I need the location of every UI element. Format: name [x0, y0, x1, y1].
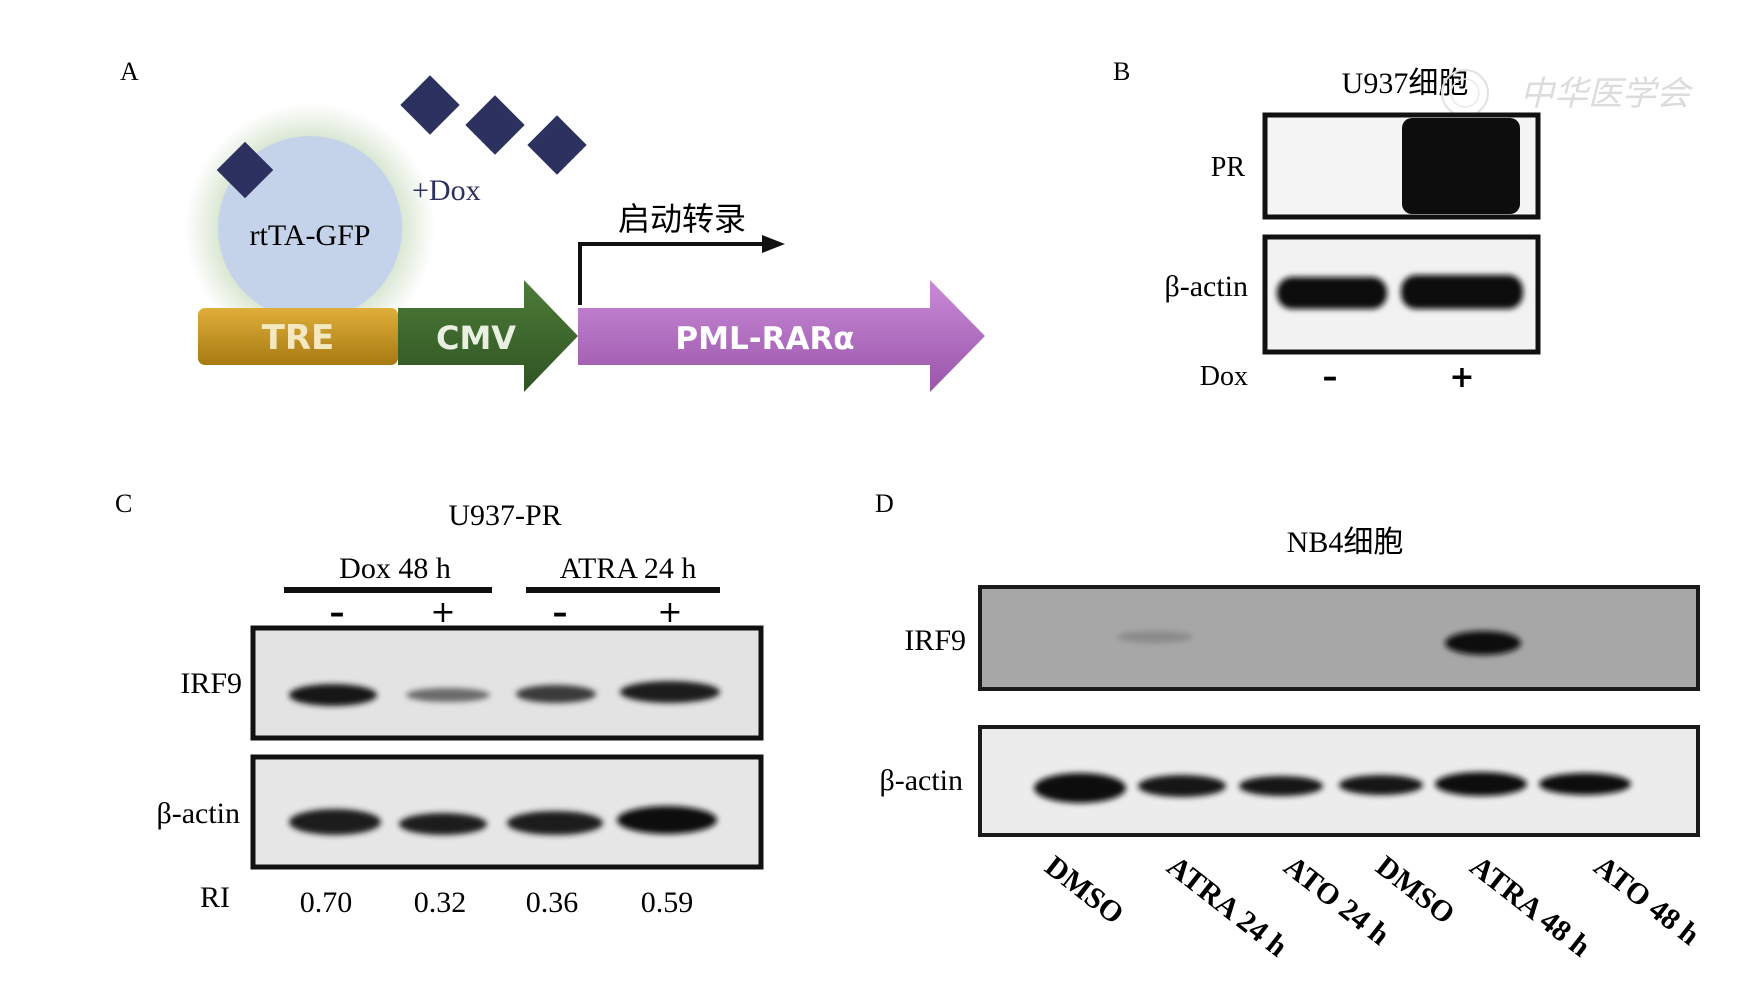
row-label-b-pr: PR — [1211, 152, 1246, 183]
lane-b-minus: – — [1323, 360, 1338, 395]
panel-c: C U937-PR Dox 48 h ATRA 24 h – + – + IRF… — [115, 489, 764, 919]
band-c-irf9-3 — [516, 685, 596, 703]
band-d-actin-5 — [1435, 772, 1527, 796]
lane-c-2: + — [430, 595, 455, 630]
band-c-actin-1 — [289, 809, 381, 835]
ri-value-4: 0.59 — [641, 886, 694, 919]
band-c-irf9-1 — [289, 684, 377, 706]
transcription-label: 启动转录 — [618, 200, 746, 238]
dox-molecule — [527, 115, 587, 175]
lane-d-1: DMSO — [1039, 850, 1130, 931]
band-c-irf9-4 — [620, 681, 720, 703]
group-label-atra: ATRA 24 h — [560, 552, 697, 585]
watermark-text: 中华医学会 — [1520, 76, 1694, 113]
band-d-actin-3 — [1239, 776, 1323, 796]
row-label-d-actin: β-actin — [879, 764, 963, 797]
row-label-c-irf9: IRF9 — [180, 667, 242, 700]
transcription-arrowhead — [762, 235, 785, 253]
band-b-actin-plus — [1401, 275, 1523, 309]
band-c-actin-3 — [507, 811, 603, 835]
lane-c-3: – — [553, 596, 568, 631]
transcription-arrow — [578, 242, 765, 305]
group-label-dox: Dox 48 h — [339, 552, 451, 585]
band-c-actin-4 — [617, 806, 717, 834]
dox-molecule — [400, 75, 460, 135]
lane-d-2: ATRA 24 h — [1161, 850, 1294, 964]
band-b-actin-minus — [1277, 277, 1387, 309]
panel-c-title: U937-PR — [448, 499, 561, 532]
dox-molecule — [465, 95, 525, 155]
panel-a: A rtTA-GFP +Dox 启动转录 TRE CMV PML-RARα — [120, 57, 985, 392]
lane-b-plus: + — [1449, 360, 1474, 395]
watermark-seal-inner — [1450, 78, 1480, 108]
panel-c-letter: C — [115, 489, 132, 518]
panel-b-letter: B — [1113, 57, 1130, 86]
band-d-actin-1 — [1034, 773, 1126, 803]
tre-segment — [198, 308, 398, 365]
lane-label-b-dox: Dox — [1200, 361, 1248, 392]
band-d-actin-6 — [1539, 773, 1631, 795]
band-c-actin-2 — [399, 813, 487, 835]
band-d-actin-4 — [1339, 775, 1423, 795]
panel-d-title: NB4细胞 — [1287, 526, 1404, 559]
ri-value-2: 0.32 — [414, 886, 467, 919]
ri-value-1: 0.70 — [300, 886, 353, 919]
row-label-b-actin: β-actin — [1164, 270, 1248, 303]
band-d-irf9-atra48 — [1445, 631, 1521, 655]
pml-rara-gene-arrow — [578, 280, 985, 392]
panel-a-letter: A — [120, 57, 139, 86]
rtta-gfp-protein — [218, 136, 402, 320]
tre-label: TRE — [262, 318, 335, 358]
lane-d-5: ATRA 48 h — [1464, 850, 1597, 964]
band-d-actin-2 — [1138, 775, 1226, 797]
blot-d-irf9 — [978, 585, 1700, 691]
lane-c-4: + — [657, 595, 682, 630]
panel-b: B U937细胞 中华医学会 PR β-actin Dox – + — [1113, 57, 1694, 395]
panel-d: D NB4细胞 IRF9 β-actin DMSO ATRA 24 h ATO … — [875, 489, 1706, 964]
band-b-pr-plus — [1402, 118, 1520, 214]
row-label-d-irf9: IRF9 — [904, 624, 966, 657]
panel-b-title: U937细胞 — [1342, 67, 1469, 100]
band-d-irf9-faint — [1117, 631, 1193, 643]
band-c-irf9-2 — [406, 688, 490, 702]
ri-value-3: 0.36 — [526, 886, 579, 919]
lane-d-6: ATO 48 h — [1588, 850, 1706, 952]
panel-d-letter: D — [875, 489, 894, 518]
row-label-c-actin: β-actin — [156, 797, 240, 830]
ri-label: RI — [200, 881, 230, 914]
cmv-label: CMV — [436, 319, 516, 357]
rtta-gfp-label: rtTA-GFP — [250, 219, 371, 252]
cmv-promoter-arrow — [398, 280, 578, 392]
dox-label: +Dox — [412, 174, 481, 207]
pml-rara-label: PML-RARα — [675, 321, 854, 357]
blot-c-irf9 — [250, 625, 764, 741]
lane-c-1: – — [330, 596, 345, 631]
